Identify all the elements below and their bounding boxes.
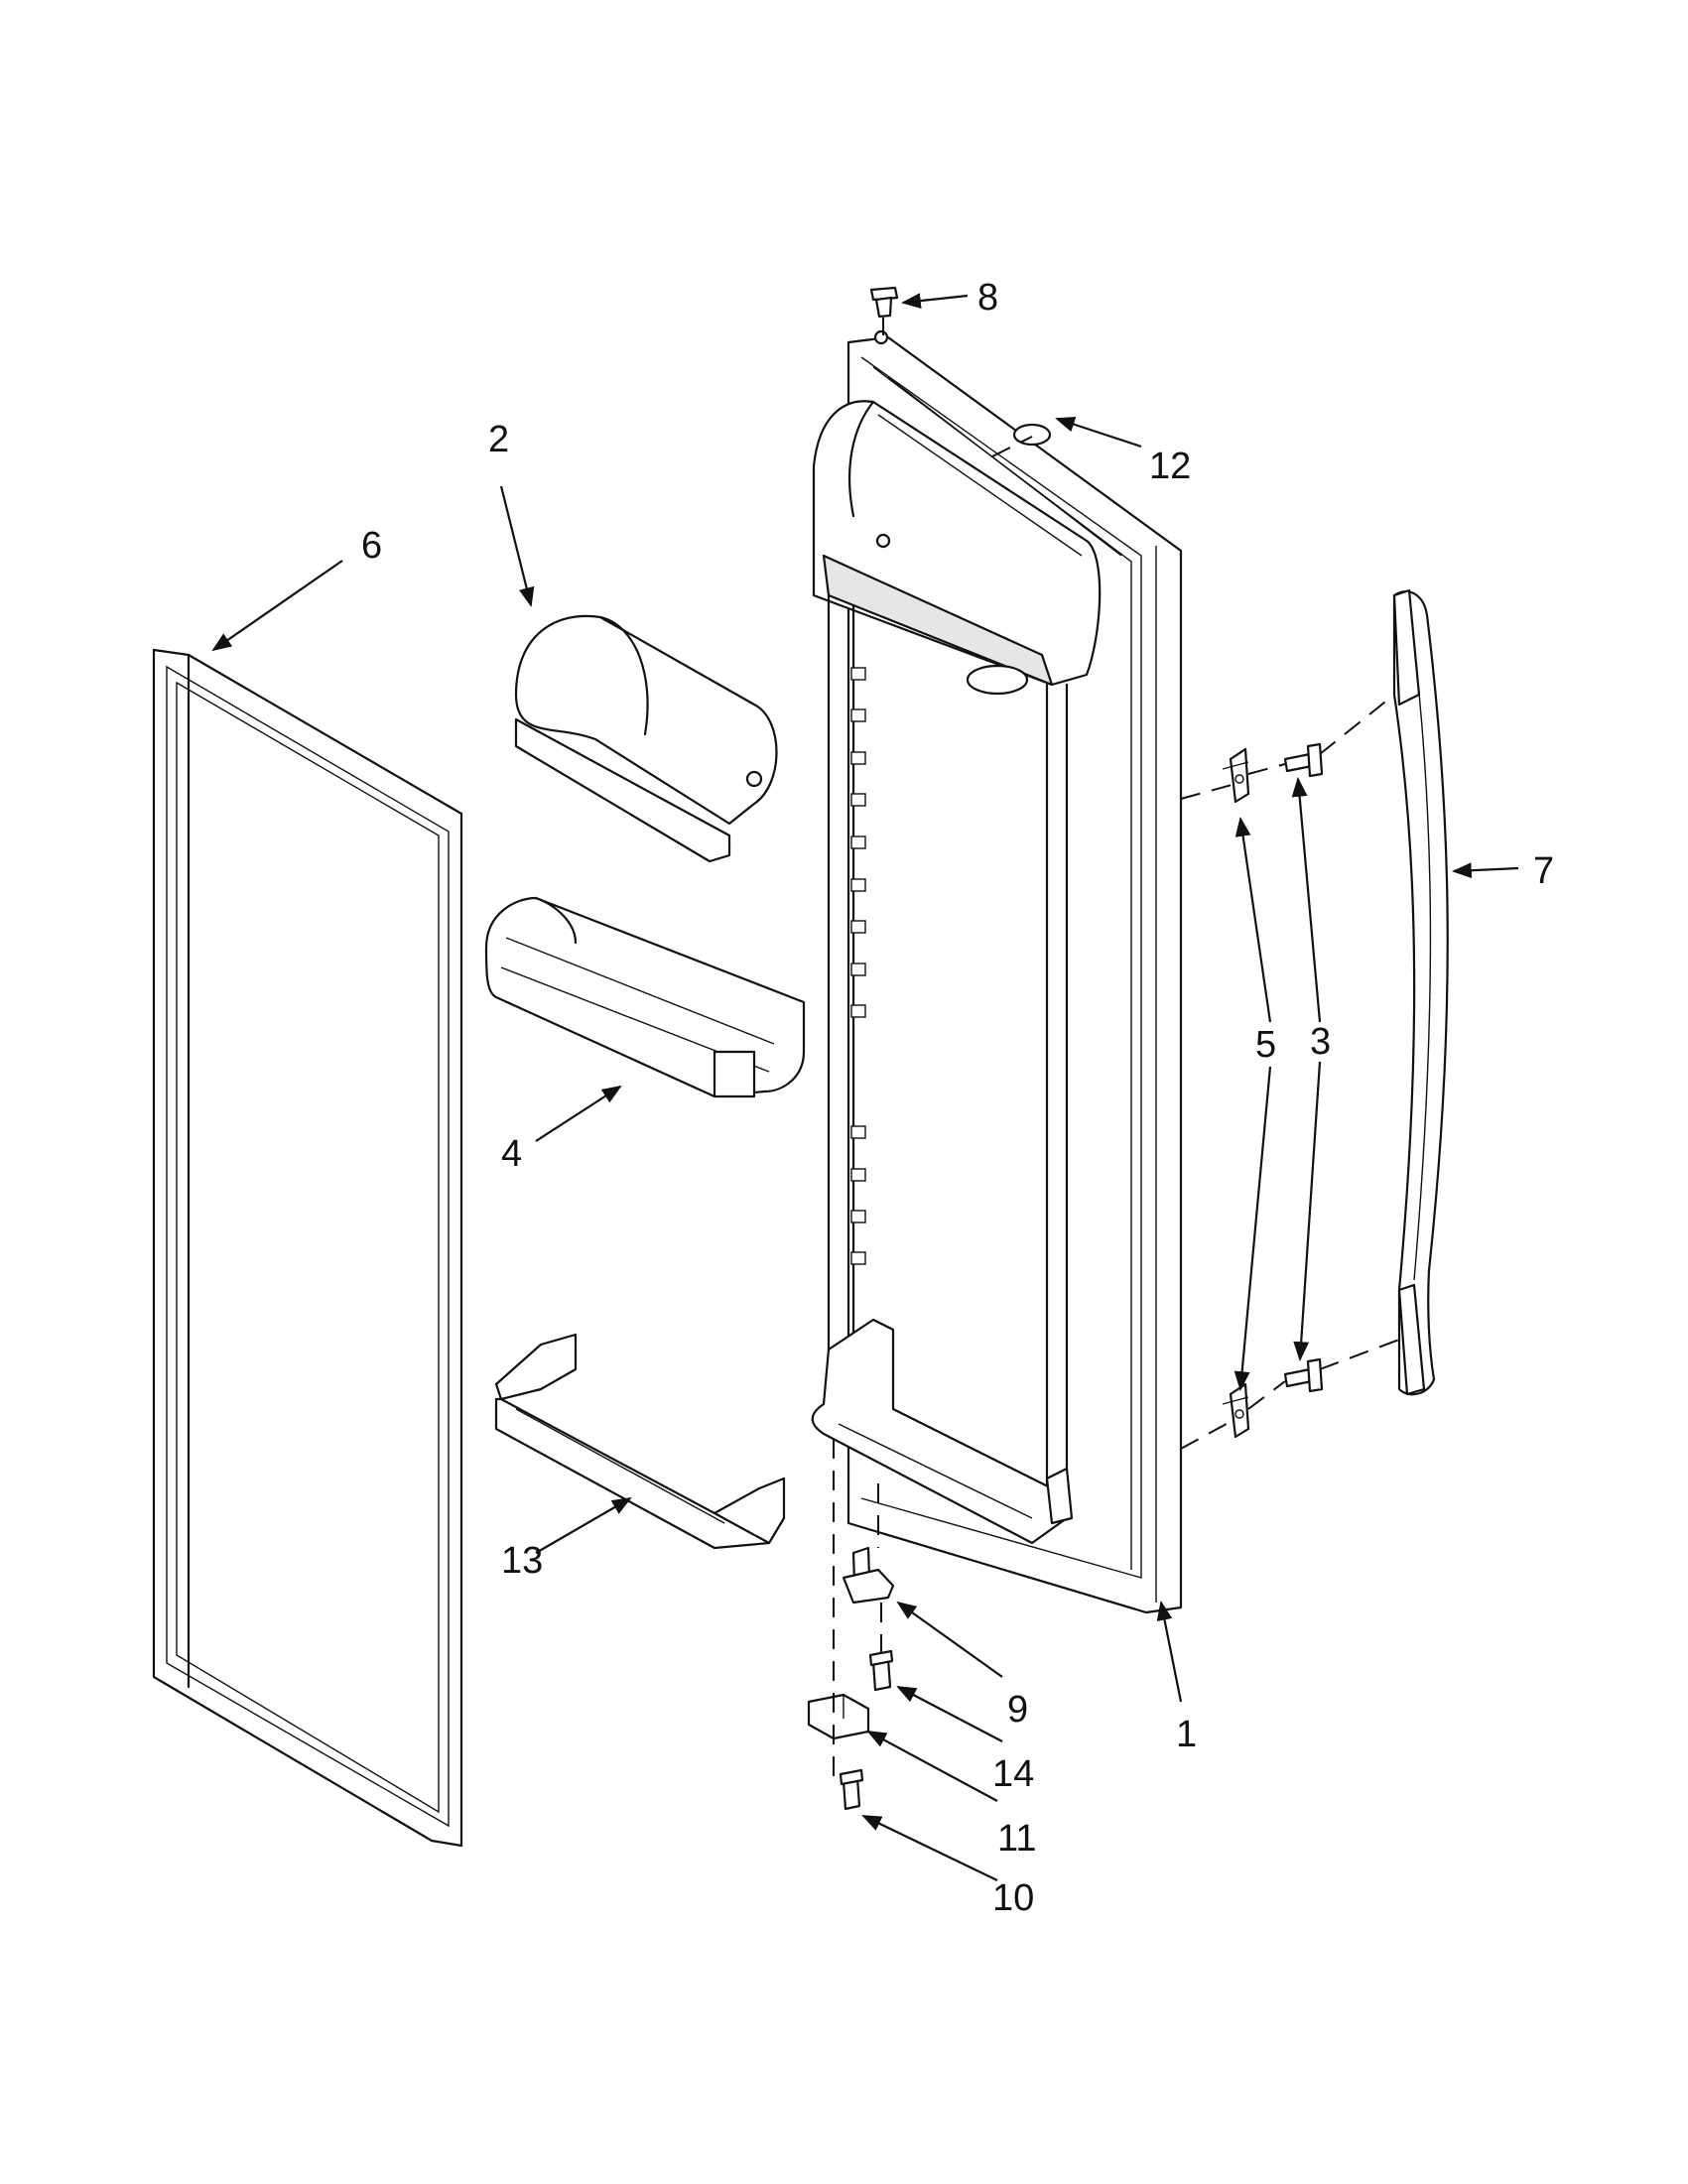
handle-screw-lower xyxy=(1283,1357,1324,1393)
callout-2: 2 xyxy=(488,419,509,460)
hinge-bushing xyxy=(869,286,899,319)
handle-clip-upper xyxy=(1222,747,1250,804)
callout-5: 5 xyxy=(1255,1024,1276,1066)
callout-13: 13 xyxy=(501,1540,543,1582)
hinge-bracket xyxy=(807,1693,870,1740)
door-bin xyxy=(484,896,806,1098)
callout-8: 8 xyxy=(977,277,998,319)
callout-3: 3 xyxy=(1310,1021,1331,1063)
callout-11: 11 xyxy=(997,1818,1036,1860)
callout-9: 9 xyxy=(1007,1689,1028,1731)
callout-10: 10 xyxy=(992,1877,1034,1919)
callout-1: 1 xyxy=(1176,1714,1197,1755)
callout-14: 14 xyxy=(992,1753,1034,1795)
door-gasket xyxy=(152,648,463,1848)
plug xyxy=(1012,423,1052,447)
dairy-bin-cover xyxy=(514,614,778,863)
callout-4: 4 xyxy=(501,1133,522,1175)
door-handle xyxy=(1392,588,1449,1396)
screw-10 xyxy=(839,1768,864,1811)
handle-clip-lower xyxy=(1222,1382,1250,1439)
shelf-rail xyxy=(494,1333,786,1550)
shelf-slots xyxy=(850,667,866,1265)
callout-12: 12 xyxy=(1149,446,1191,487)
assembly-lines xyxy=(833,318,1400,1786)
screw-14 xyxy=(868,1649,894,1692)
callout-labels: 8 12 2 6 7 3 5 4 13 9 1 14 11 10 xyxy=(361,277,1554,1919)
handle-screw-upper xyxy=(1283,742,1324,778)
leader-lines xyxy=(211,293,1519,1881)
lower-hinge-pin xyxy=(842,1546,895,1605)
door-assembly xyxy=(811,329,1183,1614)
callout-7: 7 xyxy=(1533,850,1554,892)
callout-6: 6 xyxy=(361,525,382,567)
